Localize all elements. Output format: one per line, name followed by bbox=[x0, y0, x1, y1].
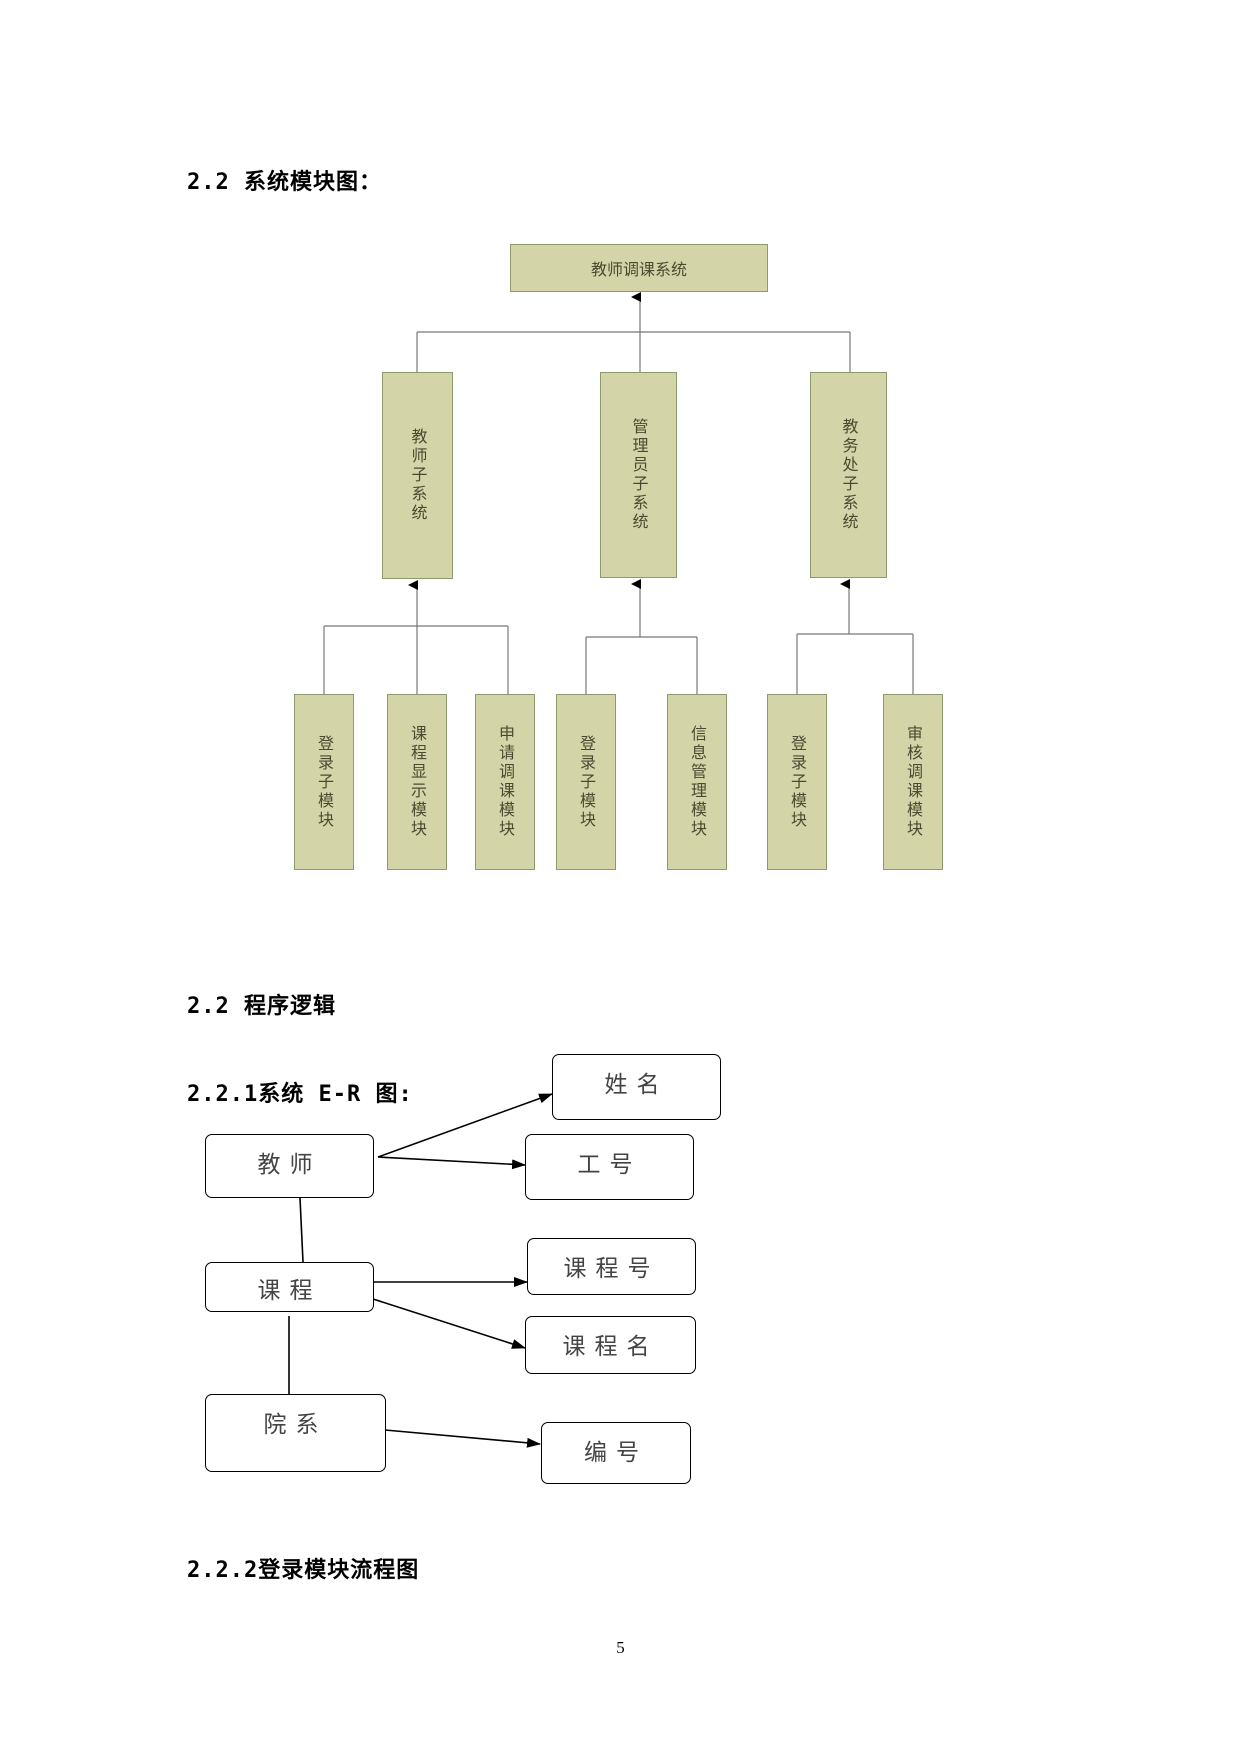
module-course-display-box: 课程显示模块 bbox=[387, 694, 447, 870]
page-number: 5 bbox=[616, 1638, 625, 1657]
module-review-adjust-box: 审核调课模块 bbox=[883, 694, 943, 870]
er-entity-course-label: 课程 bbox=[257, 1278, 322, 1304]
er-entity-teacher-label: 教师 bbox=[257, 1152, 322, 1178]
er-attr-staff-id: 工号 bbox=[525, 1134, 694, 1200]
module-office-login-label: 登录子模块 bbox=[788, 734, 807, 830]
module-apply-adjust-label: 申请调课模块 bbox=[496, 725, 515, 839]
subsystem-office-label: 教务处子系统 bbox=[839, 418, 859, 532]
root-system-box: 教师调课系统 bbox=[510, 244, 768, 292]
er-entity-teacher: 教师 bbox=[205, 1134, 374, 1198]
er-entity-course: 课程 bbox=[205, 1262, 374, 1312]
module-info-manage-label: 信息管理模块 bbox=[688, 725, 707, 839]
subsystem-teacher-box: 教师子系统 bbox=[382, 372, 453, 579]
er-attr-staff-id-label: 工号 bbox=[577, 1152, 642, 1178]
subsystem-teacher-label: 教师子系统 bbox=[408, 428, 428, 523]
module-office-login-box: 登录子模块 bbox=[767, 694, 827, 870]
er-attr-dept-id-label: 编号 bbox=[584, 1440, 648, 1466]
er-entity-department: 院系 bbox=[205, 1394, 386, 1472]
module-teacher-login-label: 登录子模块 bbox=[315, 734, 334, 830]
subsystem-admin-label: 管理员子系统 bbox=[629, 418, 649, 532]
section-heading-login-flow: 2.2.2登录模块流程图 bbox=[187, 1558, 420, 1583]
root-system-label: 教师调课系统 bbox=[590, 260, 687, 279]
er-attr-name: 姓名 bbox=[552, 1054, 721, 1120]
er-attr-dept-id: 编号 bbox=[541, 1422, 691, 1484]
subsystem-admin-box: 管理员子系统 bbox=[600, 372, 677, 578]
er-attr-course-id-label: 课程号 bbox=[563, 1256, 660, 1282]
module-review-adjust-label: 审核调课模块 bbox=[904, 725, 923, 839]
module-teacher-login-box: 登录子模块 bbox=[294, 694, 354, 870]
er-entity-department-label: 院系 bbox=[263, 1412, 328, 1438]
section-heading-program-logic: 2.2 程序逻辑 bbox=[187, 994, 336, 1019]
section-heading-er-diagram: 2.2.1系统 E-R 图: bbox=[187, 1082, 413, 1107]
module-admin-login-label: 登录子模块 bbox=[577, 734, 596, 830]
er-attr-course-name-label: 课程名 bbox=[562, 1334, 659, 1360]
er-attr-course-name: 课程名 bbox=[525, 1316, 696, 1374]
section-heading-module-diagram: 2.2 系统模块图： bbox=[187, 170, 382, 195]
module-info-manage-box: 信息管理模块 bbox=[667, 694, 727, 870]
module-course-display-label: 课程显示模块 bbox=[408, 725, 427, 839]
er-attr-course-id: 课程号 bbox=[527, 1238, 696, 1295]
module-admin-login-box: 登录子模块 bbox=[556, 694, 616, 870]
subsystem-office-box: 教务处子系统 bbox=[810, 372, 887, 578]
module-apply-adjust-box: 申请调课模块 bbox=[475, 694, 535, 870]
er-attr-name-label: 姓名 bbox=[604, 1072, 669, 1098]
